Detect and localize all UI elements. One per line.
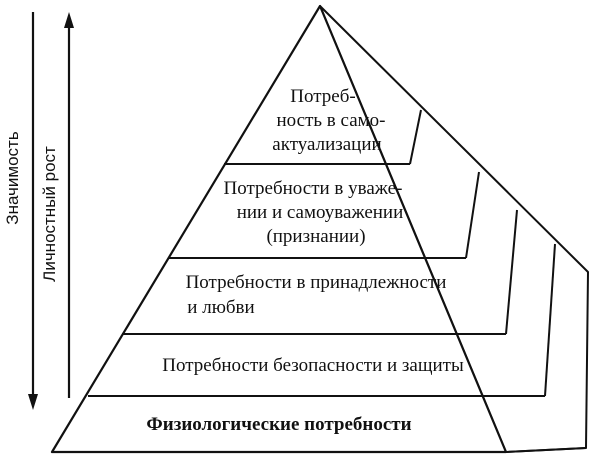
- level-1-line-3: актуализации: [272, 134, 381, 155]
- tier-level-4-safety: Потребности безопасности и защиты: [162, 355, 464, 376]
- personal-growth-arrow: [64, 12, 74, 398]
- level-2-line-1: Потребности в уваже-: [224, 178, 403, 199]
- level-2-line-3: (признании): [266, 226, 365, 247]
- significance-arrow: [28, 12, 38, 410]
- level-5-line-1: Физиологические потребности: [146, 414, 411, 435]
- tier-level-5-physiological: Физиологические потребности: [146, 414, 411, 435]
- tier-dividers: [88, 163, 545, 397]
- significance-label: Значимость: [3, 131, 22, 225]
- level-1-line-2: ность в само-: [277, 110, 386, 131]
- level-1-line-1: Потреб-: [290, 86, 355, 107]
- tier-level-2-esteem: Потребности в уваже- нии и самоуважении …: [224, 178, 404, 247]
- personal-growth-label: Личностный рост: [40, 146, 59, 282]
- tier-level-3-belonging: Потребности в принадлежности и любви: [186, 272, 447, 318]
- tier-level-1-self-actualization: Потреб- ность в само- актуализации: [272, 86, 385, 155]
- level-2-line-2: нии и самоуважении: [237, 202, 404, 223]
- level-3-line-1: Потребности в принадлежности: [186, 272, 447, 293]
- level-4-line-1: Потребности безопасности и защиты: [162, 355, 464, 376]
- level-3-line-2: и любви: [187, 297, 254, 318]
- pyramid-front-face: [50, 4, 508, 454]
